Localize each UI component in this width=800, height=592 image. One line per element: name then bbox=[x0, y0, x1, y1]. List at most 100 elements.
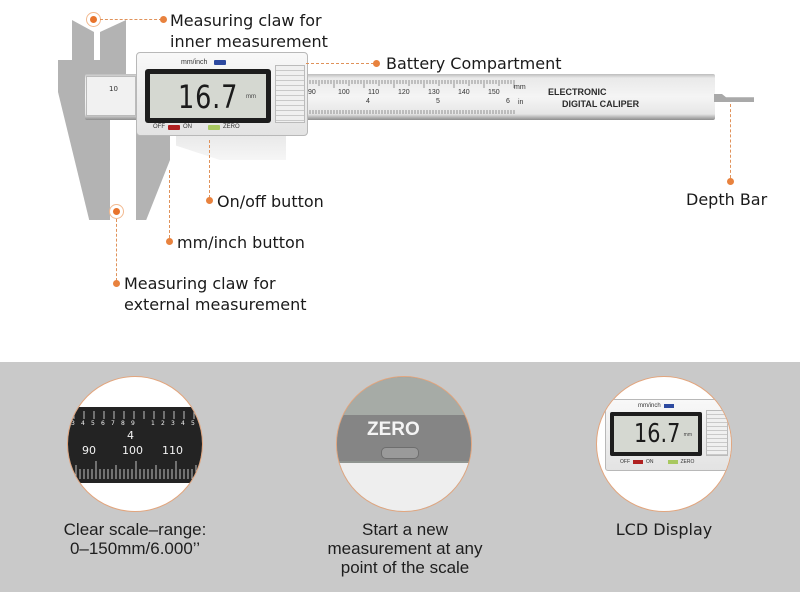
ruler-inch-digit: 7 bbox=[111, 420, 115, 427]
callout-outer-claw-line2: external measurement bbox=[124, 295, 307, 314]
ruler-inch-digit: 8 bbox=[121, 420, 125, 427]
feature-scale-caption-line1: Clear scale–range: bbox=[63, 520, 207, 539]
callout-depth-bar: Depth Bar bbox=[686, 190, 768, 209]
callout-inner-claw: Measuring claw for inner measurement bbox=[170, 10, 328, 52]
lcd-closeup-unit: mm bbox=[683, 432, 692, 438]
ruler-inch-major: 4 bbox=[127, 429, 134, 442]
engraving-line1: ELECTRONIC bbox=[548, 87, 607, 97]
ruler-inch-digit: 5 bbox=[191, 420, 195, 427]
callout-battery: Battery Compartment bbox=[386, 54, 562, 73]
feature-zero-caption-line2: measurement at any bbox=[327, 539, 483, 558]
product-diagram: 10 90 100 110 120 130 140 150 4 5 6 mm in ELECTR… bbox=[58, 10, 768, 315]
callout-outer-claw: Measuring claw for external measurement bbox=[124, 273, 307, 315]
inner-claw-right bbox=[100, 20, 126, 80]
jaw-scale-label: 10 bbox=[109, 85, 118, 93]
lcd-closeup-frame: 16.7 mm bbox=[610, 412, 702, 456]
button-row: OFF ON ZERO bbox=[153, 124, 240, 130]
mm-scale-label: 110 bbox=[368, 89, 380, 96]
lcd-closeup-unit-label: mm/inch bbox=[638, 403, 661, 409]
feature-scale-caption-line2: 0–150mm/6.000’’ bbox=[69, 539, 201, 558]
ruler-inch-digit: 1 bbox=[151, 420, 155, 427]
ruler-inch-digit: 4 bbox=[181, 420, 185, 427]
mm-scale-label: 90 bbox=[308, 89, 316, 96]
lcd-closeup-value: 16.7 bbox=[634, 419, 681, 449]
lcd-closeup-head: mm/inch 16.7 mm OFF ON ZERO bbox=[605, 399, 731, 471]
lcd-closeup-screen: 16.7 mm bbox=[614, 416, 698, 452]
feature-lcd-image: mm/inch 16.7 mm OFF ON ZERO bbox=[596, 376, 732, 512]
inch-unit-label: in bbox=[518, 99, 524, 106]
callout-on-off: On/off button bbox=[217, 192, 324, 211]
lcd-value: 16.7 bbox=[178, 78, 239, 116]
lcd-closeup-zero-led bbox=[667, 460, 678, 464]
zero-closeup-button[interactable] bbox=[381, 447, 419, 459]
zero-label: ZERO bbox=[223, 124, 240, 130]
ruler-inch-digit: 4 bbox=[81, 420, 85, 427]
inch-scale-label: 5 bbox=[436, 98, 440, 105]
unit-indicator bbox=[214, 60, 226, 65]
lcd-closeup-off: OFF bbox=[620, 459, 630, 465]
ruler-ticks bbox=[71, 411, 201, 479]
callout-inner-claw-line2: inner measurement bbox=[170, 32, 328, 51]
callout-mm-inch: mm/inch button bbox=[177, 233, 305, 252]
main-scale: 90 100 110 120 130 140 150 4 5 6 mm in bbox=[300, 80, 540, 114]
inner-claw-leader bbox=[100, 19, 162, 20]
jaw-scale: 10 bbox=[86, 76, 136, 116]
outer-claw-leader bbox=[116, 219, 117, 281]
lcd-closeup-onoff-led bbox=[633, 460, 643, 464]
feature-zero-image: ZERO bbox=[336, 376, 472, 512]
scale-ticks bbox=[303, 80, 515, 114]
callout-outer-claw-line1: Measuring claw for bbox=[124, 274, 276, 293]
lcd-screen: 16.7 mm bbox=[150, 74, 266, 118]
battery-leader bbox=[306, 63, 374, 64]
mm-scale-label: 150 bbox=[488, 89, 500, 96]
lcd-closeup-grip bbox=[706, 410, 728, 456]
mm-scale-label: 100 bbox=[338, 89, 350, 96]
ruler-inch-digit: 9 bbox=[131, 420, 135, 427]
callout-inner-claw-line1: Measuring claw for bbox=[170, 11, 322, 30]
feature-zero-caption-line3: point of the scale bbox=[340, 558, 470, 577]
depth-leader bbox=[730, 104, 731, 178]
mm-inch-dot-icon bbox=[166, 238, 173, 245]
on-off-dot-icon bbox=[206, 197, 213, 204]
on-off-leader bbox=[209, 140, 210, 198]
lcd-closeup-buttons: OFF ON ZERO bbox=[620, 459, 694, 465]
zero-closeup-label: ZERO bbox=[367, 419, 420, 440]
zero-button[interactable] bbox=[208, 124, 220, 130]
inch-scale-label: 4 bbox=[366, 98, 370, 105]
feature-zero-caption-line1: Start a new bbox=[362, 520, 448, 539]
ruler-inch-digit: 3 bbox=[71, 420, 75, 427]
engraving-line2: DIGITAL CALIPER bbox=[562, 99, 640, 109]
ruler-mm-label: 90 bbox=[82, 444, 96, 457]
lcd-edge bbox=[337, 377, 471, 415]
lcd-frame: 16.7 mm bbox=[145, 69, 271, 123]
inner-claw-left bbox=[72, 20, 94, 80]
head-base bbox=[176, 136, 286, 160]
inner-claw-dot-icon bbox=[160, 16, 167, 23]
mm-scale-label: 130 bbox=[428, 89, 440, 96]
mm-unit-label: mm bbox=[514, 84, 526, 91]
outer-claw-dot-icon bbox=[113, 280, 120, 287]
grip-closeup bbox=[337, 463, 471, 511]
inch-scale-label: 6 bbox=[506, 98, 510, 105]
ruler-mm-label: 110 bbox=[162, 444, 183, 457]
mm-scale-label: 120 bbox=[398, 89, 410, 96]
mm-inch-leader bbox=[169, 170, 170, 238]
feature-zero-caption: Start a new measurement at any point of … bbox=[310, 520, 500, 577]
mm-scale-label: 140 bbox=[458, 89, 470, 96]
inner-claw-marker-icon bbox=[86, 12, 101, 27]
lcd-closeup-on: ON bbox=[646, 459, 654, 465]
feature-scale-caption: Clear scale–range: 0–150mm/6.000’’ bbox=[40, 520, 230, 558]
on-label: ON bbox=[183, 124, 192, 130]
off-label: OFF bbox=[153, 124, 165, 130]
ruler-inch-digit: 5 bbox=[91, 420, 95, 427]
thumb-grip[interactable] bbox=[275, 65, 305, 123]
caliper-head: mm/inch 16.7 mm OFF ON ZERO bbox=[136, 52, 308, 136]
ruler-mm-label: 100 bbox=[122, 444, 143, 457]
depth-bar bbox=[714, 94, 754, 102]
lcd-closeup-zero: ZERO bbox=[680, 459, 695, 465]
outer-claw-marker-icon bbox=[109, 204, 124, 219]
feature-lcd-caption: LCD Display bbox=[615, 520, 713, 539]
on-off-button[interactable] bbox=[168, 124, 180, 130]
